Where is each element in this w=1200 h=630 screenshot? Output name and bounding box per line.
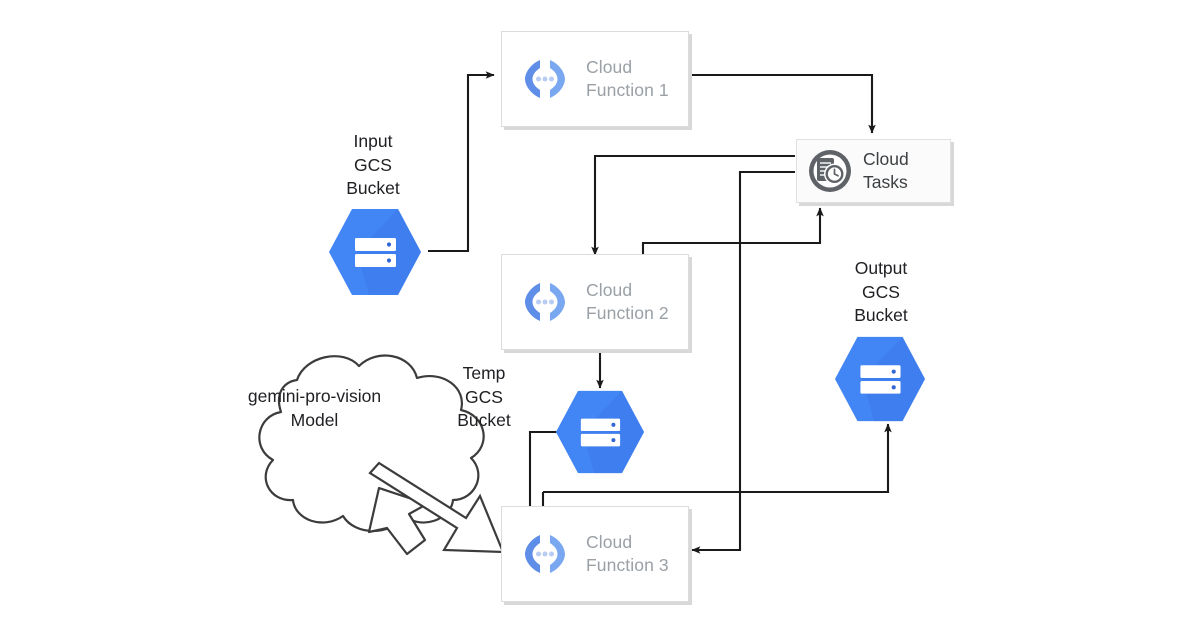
cloud-function-icon xyxy=(516,273,574,331)
cloud-tasks-label: Cloud Tasks xyxy=(863,149,909,192)
cloud-function-1-label: Cloud Function 1 xyxy=(586,56,669,100)
output-bucket[interactable] xyxy=(833,333,927,425)
edge-tasks-to-cf2 xyxy=(591,154,795,256)
input-bucket-caption: Input GCS Bucket xyxy=(346,131,400,199)
cloud-function-3-node[interactable]: Cloud Function 3 xyxy=(501,506,689,602)
edge-input-to-cf1 xyxy=(428,71,495,253)
gcs-bucket-icon xyxy=(329,209,421,295)
temp-bucket-caption: Temp GCS Bucket xyxy=(457,363,511,431)
input-bucket[interactable] xyxy=(327,205,423,299)
edge-tasks-to-cf3 xyxy=(691,170,795,554)
cloud-function-1-node[interactable]: Cloud Function 1 xyxy=(501,31,689,127)
cloud-function-icon xyxy=(516,50,574,108)
gcs-bucket-icon xyxy=(555,390,645,474)
edge-cf1-to-tasks xyxy=(690,73,876,134)
gcs-bucket-icon xyxy=(834,336,926,422)
model-cloud-label: gemini-pro-vision Model xyxy=(247,386,382,430)
cloud-function-2-label: Cloud Function 2 xyxy=(586,279,669,323)
cloud-function-3-label: Cloud Function 3 xyxy=(586,531,669,575)
cloud-tasks-icon xyxy=(807,148,853,194)
model-cloud-shape[interactable] xyxy=(205,340,515,580)
block-arrow-model-to-cf3 xyxy=(368,461,505,554)
edge-cf2-to-tasks xyxy=(641,207,824,256)
cloud-shape-icon xyxy=(258,354,485,556)
cloud-function-2-node[interactable]: Cloud Function 2 xyxy=(501,254,689,350)
output-bucket-caption: Output GCS Bucket xyxy=(854,258,908,326)
temp-bucket[interactable] xyxy=(554,387,646,477)
cloud-tasks-node[interactable]: Cloud Tasks xyxy=(796,139,951,203)
cloud-function-icon xyxy=(516,525,574,583)
